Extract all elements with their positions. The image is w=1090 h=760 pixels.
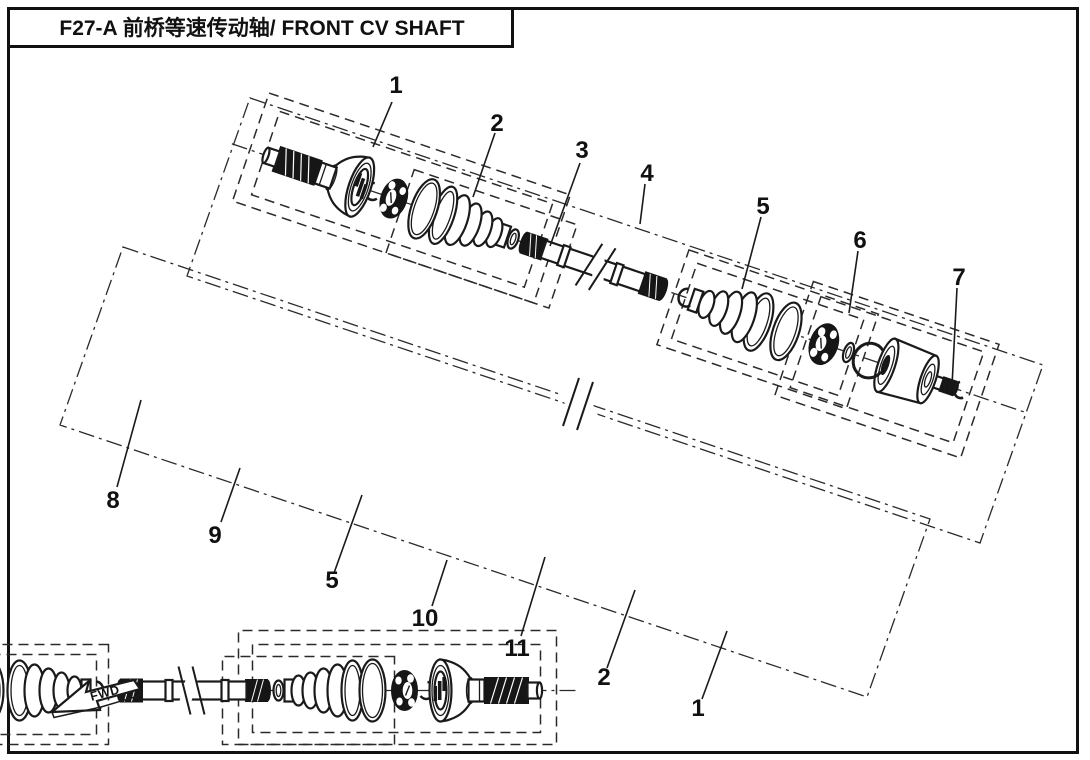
cv-ball-cage (808, 323, 840, 366)
callout-upper-3: 3 (575, 137, 588, 164)
drive-shaft (518, 231, 669, 302)
callout-upper-7: 7 (952, 264, 965, 291)
outer-joint-housing (261, 145, 376, 219)
callout-upper-1: 1 (389, 72, 402, 99)
cv-boot-inner (686, 287, 775, 352)
lower-assembly-frame (59, 246, 931, 698)
callout-lower-8: 8 (106, 487, 119, 514)
callout-upper-6: 6 (853, 227, 866, 254)
centerline-break-mark (562, 377, 580, 427)
upper-assembly-frame (186, 97, 1044, 544)
callout-upper-5: 5 (756, 193, 769, 220)
page-title: F27-A 前桥等速传动轴/ FRONT CV SHAFT (59, 16, 464, 40)
callout-lower-10: 10 (412, 605, 439, 632)
centerline-break-mark (576, 381, 594, 431)
stub-end-clip (953, 380, 964, 400)
callout-lower-2: 2 (597, 664, 610, 691)
callout-lower-11: 11 (504, 635, 529, 662)
shaft-break-mask (592, 251, 605, 285)
callouts: 1 2 3 4 5 6 7 8 9 5 10 11 2 1 (106, 72, 965, 722)
boot-clip-small (677, 287, 691, 308)
callout-lower-5: 5 (325, 567, 338, 594)
callout-lower-9: 9 (208, 522, 221, 549)
boot-clamp-band-large-inner (769, 301, 803, 362)
callout-lower-1: 1 (691, 695, 704, 722)
small-retainer-ring (841, 341, 856, 364)
cv-boot-outer (427, 185, 513, 249)
inner-joint-housing (873, 337, 959, 405)
castellated-collar (379, 178, 409, 219)
title-box (7, 7, 514, 48)
boot-clamp-band-large-outer (407, 178, 442, 240)
circlip (851, 341, 885, 380)
fwd-arrow-3d-edge (51, 688, 143, 719)
fwd-arrow-outline (48, 677, 142, 714)
callout-upper-2: 2 (490, 110, 503, 137)
centerline-break-mask (556, 384, 600, 420)
callout-upper-4: 4 (640, 160, 654, 187)
inner-joint-group-box-inner (789, 295, 985, 444)
cv-shaft-assembly-upper (231, 92, 1028, 459)
